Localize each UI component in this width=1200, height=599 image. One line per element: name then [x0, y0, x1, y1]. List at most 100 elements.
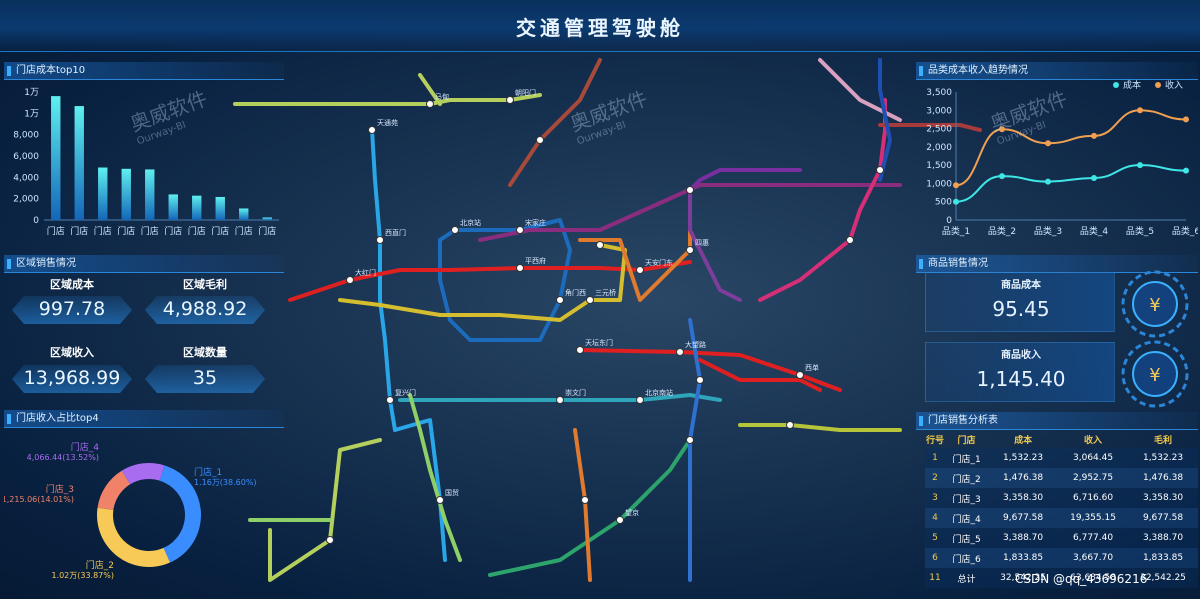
station-marker — [516, 226, 524, 234]
station-marker — [796, 371, 804, 379]
station-marker — [586, 296, 594, 304]
y-tick-label: 500 — [935, 198, 952, 208]
station-label: 平西府 — [525, 256, 546, 265]
donut-slice — [121, 463, 165, 485]
goods-cost-card: 商品成本 95.45 — [925, 272, 1115, 332]
bar — [51, 96, 61, 220]
x-tick-label: 品类_1 — [942, 225, 970, 237]
station-marker — [686, 186, 694, 194]
station-marker — [506, 96, 514, 104]
station-marker — [536, 136, 544, 144]
series-point — [1137, 162, 1143, 169]
slice-value-label: 1.16万(38.60%) — [194, 478, 257, 487]
donut-slice — [159, 465, 202, 563]
series-point — [953, 182, 959, 189]
y-tick-label: 1万 — [24, 88, 39, 98]
region-sales-title: 区域销售情况 — [4, 255, 284, 273]
donut-slice — [97, 507, 171, 567]
line-13 — [233, 93, 542, 106]
bar — [239, 208, 249, 220]
station-markers: 马甸朝阳门天通苑西直门复兴门国贸北京站宋家庄角门西大红门平西府天安门东天坛东门大… — [326, 88, 884, 544]
bar — [121, 168, 131, 220]
x-tick-label: 门店 — [141, 225, 159, 237]
station-marker — [346, 276, 354, 284]
goods-income-label: 商品收入 — [1001, 350, 1041, 361]
station-label: 三元桥 — [595, 288, 616, 297]
col-header-store: 门店 — [957, 435, 976, 446]
series-point — [1091, 174, 1097, 181]
store-income-title: 门店收入占比top4 — [4, 410, 284, 428]
table-cell: 门店_6 — [945, 548, 989, 568]
bar — [145, 169, 155, 220]
line-15 — [688, 188, 742, 302]
y-tick-label: 0 — [946, 216, 952, 226]
x-tick-label: 品类_6 — [1172, 225, 1198, 237]
goods-income-card: 商品收入 1,145.40 — [925, 342, 1115, 402]
station-marker — [368, 126, 376, 134]
bar — [98, 167, 108, 220]
table-cell: 11 — [925, 568, 945, 588]
station-label: 四惠 — [695, 238, 709, 247]
station-marker — [556, 296, 564, 304]
bar — [215, 196, 225, 220]
y-tick-label: 2,000 — [926, 143, 952, 153]
table-cell: 门店_2 — [945, 468, 989, 488]
trend-title: 品类成本收入趋势情况 — [916, 62, 1198, 80]
store-cost-bar-chart: 02,0004,0006,0008,0001万1万门店门店门店门店门店门店门店门… — [13, 88, 279, 237]
table-cell: 总计 — [945, 568, 989, 588]
station-marker — [426, 100, 434, 108]
station-label: 天安门东 — [645, 258, 673, 267]
station-marker — [686, 436, 694, 444]
station-label: 大红门 — [355, 268, 376, 277]
station-marker — [451, 226, 459, 234]
table-cell: 3,358.30 — [1128, 488, 1198, 508]
line-9 — [408, 393, 462, 562]
line-14 — [578, 188, 692, 302]
table-cell: 门店_3 — [945, 488, 989, 508]
station-label: 大望路 — [685, 340, 706, 349]
col-header-income: 收入 — [1084, 435, 1103, 446]
station-label: 崇文门 — [565, 388, 586, 397]
station-label: 西单 — [805, 363, 819, 372]
station-marker — [376, 236, 384, 244]
legend-label: 成本 — [1123, 80, 1141, 91]
table-cell: 门店_5 — [945, 528, 989, 548]
table-cell: 1,833.85 — [988, 548, 1059, 568]
slice-name-label: 门店_1 — [194, 466, 222, 478]
bar — [74, 106, 84, 220]
kpi-base — [12, 296, 132, 324]
x-tick-label: 门店 — [235, 225, 253, 237]
header-bar: 交通管理驾驶舱 — [0, 0, 1200, 52]
table-cell: 1 — [925, 448, 945, 468]
table-cell: 6,716.60 — [1058, 488, 1129, 508]
table-cell: 1,532.23 — [988, 448, 1059, 468]
goods-income-value: 1,145.40 — [976, 367, 1066, 391]
x-tick-label: 品类_4 — [1080, 225, 1109, 237]
station-label: 北京南站 — [645, 388, 673, 397]
station-marker — [386, 396, 394, 404]
station-label: 望京 — [625, 508, 639, 517]
table-cell: 3,358.30 — [988, 488, 1059, 508]
station-label: 复兴门 — [395, 388, 416, 397]
line-airport — [878, 123, 982, 132]
line-4 — [370, 128, 447, 562]
station-label: 国贸 — [445, 488, 459, 497]
line-13-b — [418, 73, 442, 106]
y-tick-label: 4,000 — [13, 173, 39, 183]
kpi-base — [145, 296, 265, 324]
series-point — [953, 198, 959, 205]
station-marker — [876, 166, 884, 174]
station-marker — [516, 264, 524, 272]
slice-name-label: 门店_2 — [86, 559, 114, 571]
y-tick-label: 6,000 — [13, 152, 39, 162]
donut-slice — [97, 470, 131, 510]
series-point — [999, 173, 1005, 180]
goods-cost-label: 商品成本 — [1001, 280, 1041, 291]
x-tick-label: 品类_5 — [1126, 225, 1154, 237]
